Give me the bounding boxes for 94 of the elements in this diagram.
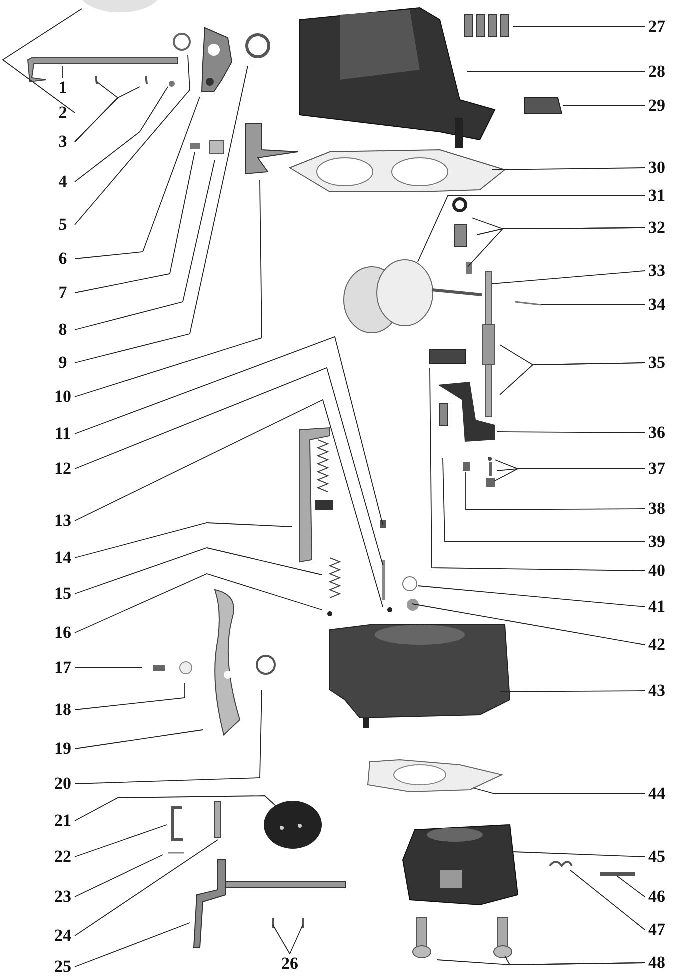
leader-line [74,682,186,710]
callout-number: 5 [51,215,75,235]
callout-number: 9 [51,353,75,373]
leader-line [74,548,322,594]
callout-number: 6 [51,249,75,269]
leader-line [504,956,646,966]
leader-line [74,690,262,784]
callout-number: 31 [645,186,669,206]
leader-line [492,270,646,284]
leader-line [442,458,646,542]
leader-line [74,54,190,226]
leader-line [412,604,646,646]
callout-number: 16 [51,623,75,643]
callout-number: 48 [645,953,669,973]
leader-line [272,924,290,954]
leader-line [74,840,218,936]
leader-line [512,852,646,858]
callout-number: 14 [51,548,75,568]
callout-number: 35 [645,353,669,373]
leader-line [496,432,646,434]
callout-number: 47 [645,920,669,940]
callout-number: 45 [645,847,669,867]
callout-number: 17 [51,658,75,678]
leader-line [492,168,646,170]
callout-number: 24 [51,926,75,946]
callout-number: 20 [51,774,75,794]
leader-line [62,66,64,78]
callout-number: 18 [51,700,75,720]
leader-line [74,922,190,968]
callout-number: 29 [645,96,669,116]
callout-number: 37 [645,459,669,479]
leader-line [418,196,646,262]
leader-line [570,870,646,930]
callout-number: 2 [51,103,75,123]
leader-line [74,730,204,750]
callout-number: 34 [645,295,669,315]
callout-number: 8 [51,320,75,340]
callout-number: 44 [645,784,669,804]
leader-line [290,924,304,954]
callout-number: 25 [51,957,75,977]
callout-number: 22 [51,847,75,867]
callout-number: 39 [645,532,669,552]
leader-line [74,160,216,330]
leader-line [74,336,384,526]
callout-number: 13 [51,511,75,531]
callout-number: 11 [51,424,75,444]
leader-line [2,8,82,114]
leader-line [500,362,646,396]
callout-number: 26 [278,954,302,974]
leader-line [74,522,292,558]
callout-number: 33 [645,261,669,281]
leader-line [74,796,278,822]
callout-number: 42 [645,635,669,655]
callout-number: 30 [645,158,669,178]
callout-number: 27 [645,17,669,37]
leader-line [74,86,168,182]
callout-number: 28 [645,62,669,82]
callout-number: 7 [51,283,75,303]
callout-number: 21 [51,811,75,831]
callout-number: 19 [51,739,75,759]
leader-line [74,854,164,898]
leader-line [74,824,168,858]
leader-line [512,26,646,28]
callout-number: 32 [645,218,669,238]
callout-number: 40 [645,561,669,581]
leader-line [500,690,646,692]
callout-number: 15 [51,584,75,604]
callout-number: 10 [51,387,75,407]
callout-number: 3 [51,132,75,152]
callout-number: 43 [645,681,669,701]
leader-line [74,152,196,294]
leader-line [74,574,322,634]
leader-line [74,367,384,566]
callout-number: 4 [51,172,75,192]
leader-line [466,472,646,510]
leader-line [472,788,646,794]
leader-line [540,304,646,306]
callout-number: 12 [51,459,75,479]
callout-number: 41 [645,597,669,617]
callout-number: 23 [51,887,75,907]
callout-number: 36 [645,423,669,443]
callout-number: 46 [645,887,669,907]
leader-line [74,399,384,608]
callout-number: 1 [51,78,75,98]
leader-line [74,96,200,260]
leader-line [468,228,646,268]
leader-line [418,586,646,608]
leader-line [430,368,646,572]
callout-number: 38 [645,499,669,519]
leader-line [616,876,646,898]
leader-line [494,468,646,482]
leader-line [74,66,248,364]
leader-line [74,86,140,142]
leader-line [74,180,262,398]
